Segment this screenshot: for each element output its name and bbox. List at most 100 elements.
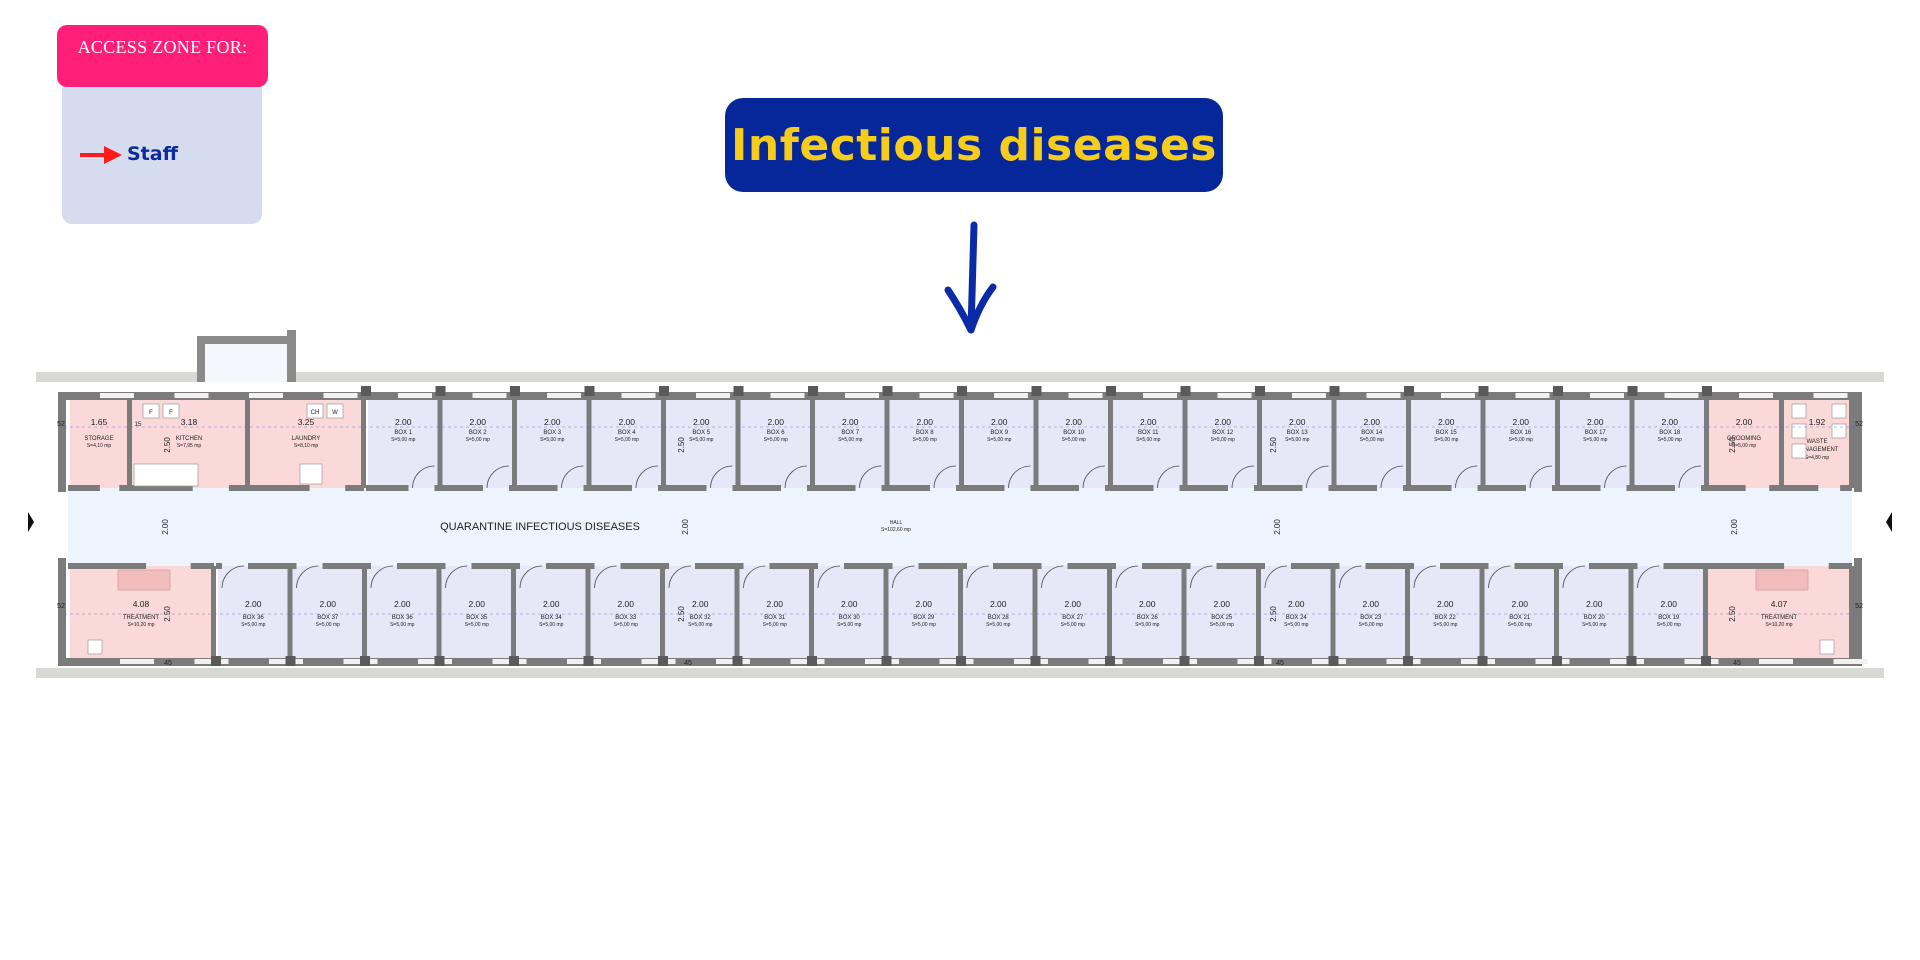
room-dim: 2.00 (1587, 417, 1604, 427)
bottom-room (1559, 566, 1630, 658)
edge-mark: 52 (57, 421, 65, 428)
room-area: S=5,00 mp (689, 437, 714, 443)
room-name: BOX 10 (1063, 430, 1085, 436)
hall (68, 488, 1852, 566)
bottom-room (1186, 566, 1257, 658)
top-room (368, 400, 439, 488)
access-zone-legend: ACCESS ZONE FOR: Staff (57, 25, 268, 224)
room-depth-mark: 2.50 (1728, 606, 1737, 622)
hall-width-mark: 2.00 (1730, 519, 1739, 535)
bottom-room (1037, 566, 1108, 658)
room-area: S=5,00 mp (912, 622, 937, 628)
room-area: S=5,00 mp (1433, 622, 1458, 628)
room-area: S=5,00 mp (1061, 622, 1086, 628)
room-name: BOX 7 (841, 430, 859, 436)
room-name: BOX 18 (1659, 430, 1681, 436)
room-name: BOX 14 (1361, 430, 1383, 436)
room-area: S=5,00 mp (1211, 437, 1236, 443)
room-name: BOX 11 (1138, 430, 1159, 436)
hall-width-mark: 2.00 (681, 519, 690, 535)
room-name: MANAGEMENT (1795, 447, 1838, 453)
room-name: BOX 19 (1658, 615, 1680, 621)
room-area: S=7,95 mp (177, 443, 202, 449)
top-room (1262, 400, 1333, 488)
room-area: S=5,00 mp (838, 437, 863, 443)
wall-mark: 15 (135, 422, 142, 428)
room-area: S=5,00 mp (1658, 437, 1683, 443)
bottom-room (590, 566, 661, 658)
room-name: BOX 36 (392, 615, 414, 621)
top-room (591, 400, 662, 488)
room-area: S=5,00 mp (913, 437, 938, 443)
room-dim: 1.92 (1809, 417, 1826, 427)
top-room (1411, 400, 1482, 488)
room-depth-mark: 2.50 (163, 437, 172, 453)
room-dim: 3.18 (181, 417, 198, 427)
room-area: S=5,00 mp (763, 622, 788, 628)
bottom-room (963, 566, 1034, 658)
room-dim: 2.00 (1214, 417, 1231, 427)
room-area: S=5,00 mp (1582, 622, 1607, 628)
room-area: S=5,00 mp (466, 437, 491, 443)
room-name: BOX 21 (1509, 615, 1531, 621)
room-name: BOX 13 (1287, 430, 1309, 436)
room-area: S=5,00 mp (1509, 437, 1534, 443)
room-name: BOX 15 (1436, 430, 1458, 436)
room-area: S=5,00 mp (615, 437, 640, 443)
room-name: BOX 24 (1286, 615, 1308, 621)
fixture-label: CH (311, 410, 320, 416)
room-area: S=5,00 mp (1657, 622, 1682, 628)
room-depth-mark: 2.50 (1728, 437, 1737, 453)
room-area: S=5,00 mp (1210, 622, 1235, 628)
top-room (740, 400, 811, 488)
top-room (1485, 400, 1556, 488)
bottom-room (665, 566, 736, 658)
bottom-room (516, 566, 587, 658)
room-name: TREATMENT (1761, 615, 1798, 621)
room-area: S=5,00 mp (390, 622, 415, 628)
room-name: BOX 6 (767, 430, 785, 436)
room-dim: 2.00 (1586, 599, 1603, 609)
room-area: S=4,10 mp (87, 443, 112, 449)
edge-mark: 52 (1855, 603, 1863, 610)
room-dim: 2.00 (1139, 599, 1156, 609)
room-dim: 2.00 (1438, 417, 1455, 427)
room-name: BOX 8 (916, 430, 934, 436)
room-area: S=5,00 mp (837, 622, 862, 628)
room-name: BOX 36 (243, 615, 265, 621)
bottom-room (367, 566, 438, 658)
room-name: BOX 25 (1211, 615, 1233, 621)
top-room (517, 400, 588, 488)
room-dim: 2.00 (1288, 599, 1305, 609)
room-name: BOX 17 (1585, 430, 1607, 436)
room-name: BOX 28 (988, 615, 1010, 621)
room-dim: 2.00 (395, 417, 412, 427)
room-dim: 2.00 (692, 599, 709, 609)
top-room (666, 400, 737, 488)
room-area: S=4,80 mp (1805, 455, 1830, 461)
hall-name: HALL (890, 520, 903, 526)
room-dim: 2.00 (1140, 417, 1157, 427)
edge-mark: 45 (1276, 660, 1284, 667)
room-area: S=5,00 mp (1360, 437, 1385, 443)
top-room (1634, 400, 1705, 488)
edge-mark: 45 (684, 660, 692, 667)
room-dim: 2.00 (1064, 599, 1081, 609)
room-name: BOX 5 (692, 430, 710, 436)
legend-title: ACCESS ZONE FOR: (57, 25, 268, 87)
room-name: BOX 27 (1062, 615, 1084, 621)
room-dim: 4.08 (133, 599, 150, 609)
room-dim: 2.00 (842, 417, 859, 427)
room-area: S=5,00 mp (1136, 437, 1161, 443)
page-title: Infectious diseases (731, 119, 1217, 171)
room-name: BOX 20 (1584, 615, 1606, 621)
room-dim: 2.00 (1661, 417, 1678, 427)
room-area: S=5,00 mp (391, 437, 416, 443)
room-area: S=5,00 mp (316, 622, 341, 628)
top-room (815, 400, 886, 488)
hall-width-mark: 2.00 (161, 519, 170, 535)
room-dim: 2.00 (915, 599, 932, 609)
room-dim: 2.00 (841, 599, 858, 609)
room-dim: 2.00 (1660, 599, 1677, 609)
room-area: S=5,00 mp (1284, 622, 1309, 628)
